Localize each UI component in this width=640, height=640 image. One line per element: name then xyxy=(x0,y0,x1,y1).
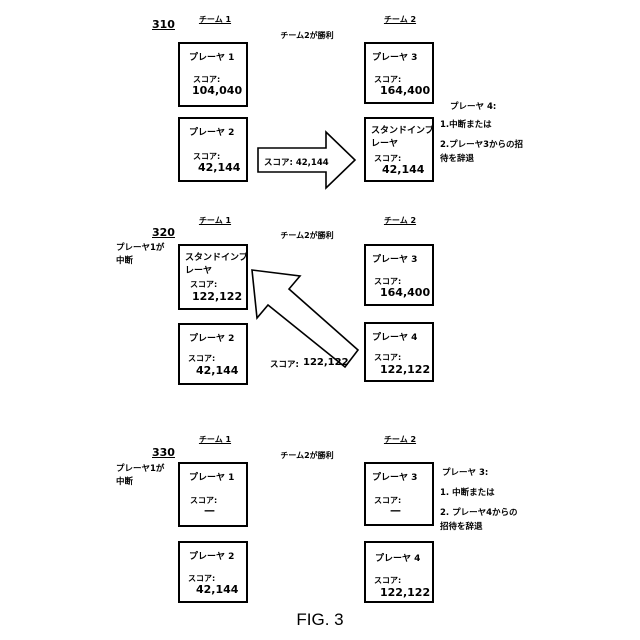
score-value: — xyxy=(204,504,215,517)
figure-label: FIG. 3 xyxy=(296,610,343,630)
note-line3: 招待を辞退 xyxy=(440,520,518,534)
panel-320-arrow-label: スコア: xyxy=(270,358,299,370)
score-label: スコア: xyxy=(374,575,401,586)
player-name: プレーヤ 3 xyxy=(372,470,417,483)
note-line2: 2. プレーヤ4からの xyxy=(440,506,518,520)
player-name: プレーヤ 2 xyxy=(189,549,234,562)
panel-330-player1-box: プレーヤ 1 スコア: — xyxy=(178,462,248,527)
panel-330-side-note: プレーヤ1が 中断 xyxy=(116,463,164,489)
panel-330-result: チーム2が勝利 xyxy=(280,450,333,461)
panel-330-player4-box: プレーヤ 4 スコア: 122,122 xyxy=(364,541,434,603)
panel-330-team1-header: チーム 1 xyxy=(199,434,231,445)
side-note-line1: プレーヤ1が xyxy=(116,463,164,476)
panel-330-player3-box: プレーヤ 3 スコア: — xyxy=(364,462,434,526)
score-value: 122,122 xyxy=(380,586,430,599)
score-value: 42,144 xyxy=(196,583,238,596)
player-name: プレーヤ 4 xyxy=(375,551,420,564)
panel-330-ref: 330 xyxy=(152,446,175,459)
panel-330-player2-box: プレーヤ 2 スコア: 42,144 xyxy=(178,541,248,603)
score-value: — xyxy=(390,504,401,517)
panel-330-note: プレーヤ 3: 1. 中断または 2. プレーヤ4からの 招待を辞退 xyxy=(440,466,518,534)
panel-330-team2-header: チーム 2 xyxy=(384,434,416,445)
panel-320-arrow-score: 122,122 xyxy=(303,357,349,368)
note-title: プレーヤ 3: xyxy=(442,466,518,480)
note-line1: 1. 中断または xyxy=(440,486,518,500)
side-note-line2: 中断 xyxy=(116,476,164,489)
player-name: プレーヤ 1 xyxy=(189,470,234,483)
